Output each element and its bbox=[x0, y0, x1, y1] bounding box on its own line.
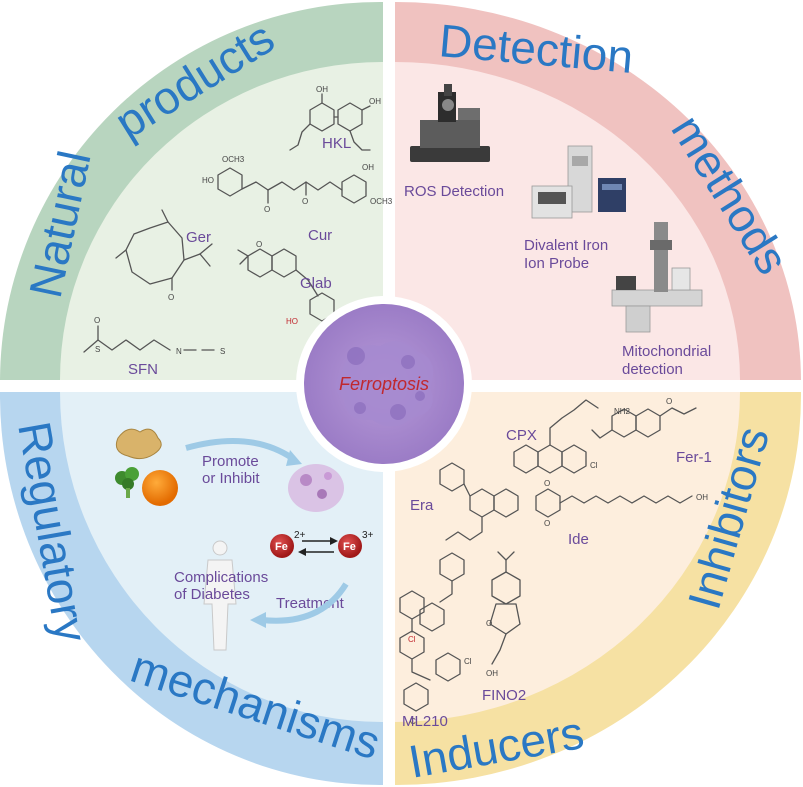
svg-text:O: O bbox=[168, 293, 174, 302]
ide-label: Ide bbox=[568, 531, 589, 548]
orange-icon bbox=[142, 470, 178, 506]
svg-text:O: O bbox=[302, 197, 308, 206]
svg-text:OCH3: OCH3 bbox=[370, 197, 393, 206]
ml210-structure: Cl Cl ML210 bbox=[399, 590, 472, 730]
svg-text:Cl: Cl bbox=[590, 461, 598, 470]
promote-arrow-head bbox=[286, 450, 302, 466]
fe3-ion: Fe 3+ bbox=[338, 530, 374, 558]
svg-text:Fe: Fe bbox=[343, 541, 356, 553]
svg-text:OH: OH bbox=[316, 85, 328, 94]
svg-text:3+: 3+ bbox=[362, 530, 374, 541]
electron-microscope-icon bbox=[611, 222, 703, 333]
ros-detection-label: ROS Detection bbox=[404, 183, 504, 200]
cur-label: Cur bbox=[308, 227, 332, 244]
cpx-structure: Cl CPX bbox=[506, 399, 599, 474]
natural-products-panel bbox=[60, 61, 383, 381]
svg-text:O: O bbox=[256, 240, 262, 249]
svg-text:OCH3: OCH3 bbox=[222, 155, 245, 164]
microscope-icon bbox=[410, 84, 490, 162]
svg-text:S: S bbox=[220, 347, 225, 356]
promote-label: Promote bbox=[202, 453, 259, 470]
cell-icon bbox=[335, 341, 434, 427]
ferroptosis-center: Ferroptosis bbox=[296, 296, 472, 472]
svg-text:OH: OH bbox=[362, 163, 374, 172]
glab-label: Glab bbox=[300, 275, 332, 292]
inhibitors-inducers-panel bbox=[395, 392, 740, 722]
sfn-structure: O S N S SFN bbox=[83, 316, 225, 378]
svg-text:Cl: Cl bbox=[464, 657, 472, 666]
svg-text:Cl: Cl bbox=[410, 717, 418, 726]
fino2-structure: O OH FINO2 bbox=[482, 551, 526, 704]
ion-probe-label: Ion Probe bbox=[524, 255, 589, 272]
hkl-structure: OH OH HKL bbox=[289, 85, 381, 152]
svg-text:O: O bbox=[94, 316, 100, 325]
complications-label: Complications bbox=[174, 569, 268, 586]
treatment-arrow-head bbox=[250, 612, 266, 628]
svg-text:2+: 2+ bbox=[294, 530, 306, 541]
ger-structure: O Ger bbox=[115, 209, 213, 302]
svg-text:O: O bbox=[544, 479, 550, 488]
fe2-ion: Fe 2+ bbox=[270, 530, 306, 558]
svg-text:O: O bbox=[264, 205, 270, 214]
ide-structure: O O OH Ide bbox=[535, 479, 708, 548]
svg-text:OH: OH bbox=[486, 669, 498, 678]
fer1-label: Fer-1 bbox=[676, 449, 712, 466]
promote-arrow bbox=[185, 437, 294, 461]
svg-text:Cl: Cl bbox=[408, 635, 416, 644]
fino2-label: FINO2 bbox=[482, 687, 526, 704]
svg-text:Fe: Fe bbox=[275, 541, 288, 553]
divalent-iron-label: Divalent Iron bbox=[524, 237, 608, 254]
svg-text:HO: HO bbox=[286, 317, 298, 326]
or-inhibit-label: or Inhibit bbox=[202, 470, 260, 487]
svg-text:OH: OH bbox=[369, 97, 381, 106]
svg-text:N: N bbox=[176, 347, 182, 356]
iron-probe-instrument-icon bbox=[531, 145, 626, 219]
ml210-label: ML210 bbox=[402, 713, 448, 730]
mitochondrial-detection-label: detection bbox=[622, 361, 683, 378]
svg-text:S: S bbox=[95, 345, 100, 354]
center-label: Ferroptosis bbox=[339, 374, 429, 394]
svg-text:NH2: NH2 bbox=[614, 407, 631, 416]
svg-text:O: O bbox=[544, 519, 550, 528]
svg-text:O: O bbox=[666, 397, 672, 406]
mitochondrial-label: Mitochondrial bbox=[622, 343, 711, 360]
sfn-label: SFN bbox=[128, 361, 158, 378]
cpx-label: CPX bbox=[506, 427, 537, 444]
ferroptotic-cell-icon bbox=[288, 464, 344, 512]
svg-text:O: O bbox=[486, 619, 492, 628]
era-structure: Cl Era bbox=[408, 462, 519, 644]
ginger-icon bbox=[115, 428, 162, 460]
treatment-arrow bbox=[261, 582, 349, 624]
ger-label: Ger bbox=[186, 229, 211, 246]
hkl-label: HKL bbox=[322, 135, 351, 152]
cur-structure: OCH3 HO O O OH OCH3 Cur bbox=[202, 155, 393, 244]
fer1-structure: NH2 O Fer-1 bbox=[591, 397, 712, 466]
era-label: Era bbox=[410, 497, 434, 514]
of-diabetes-label: of Diabetes bbox=[174, 586, 250, 603]
svg-text:HO: HO bbox=[202, 176, 214, 185]
broccoli-icon bbox=[115, 467, 139, 498]
human-body-icon bbox=[203, 540, 237, 651]
svg-text:OH: OH bbox=[696, 493, 708, 502]
